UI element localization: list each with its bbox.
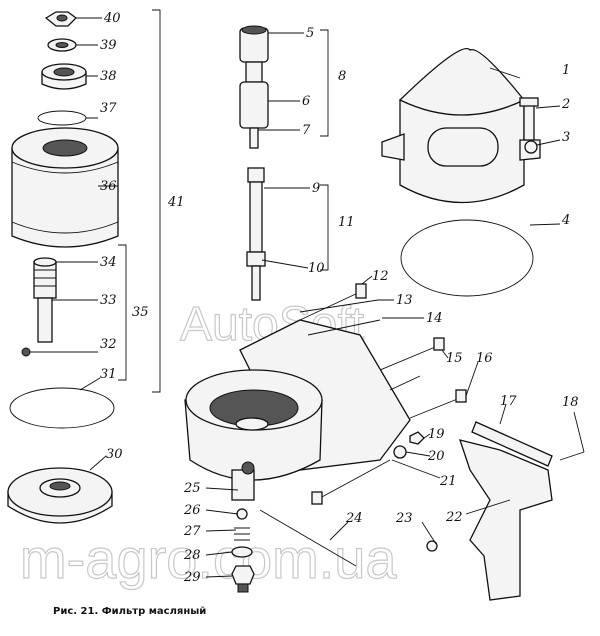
label-19: 19 — [428, 427, 445, 442]
label-10: 10 — [308, 261, 325, 276]
part-bolt-21 — [311, 459, 391, 505]
label-3: 3 — [562, 130, 570, 145]
label-30: 30 — [106, 447, 123, 462]
bracket-35 — [118, 244, 127, 381]
part-gasket-31 — [9, 387, 115, 429]
label-16: 16 — [476, 351, 493, 366]
part-rod-24 — [259, 509, 357, 567]
bracket-8 — [320, 29, 329, 137]
label-9: 9 — [312, 181, 320, 196]
part-bolt-18 — [559, 451, 585, 461]
label-11: 11 — [338, 215, 355, 230]
label-32: 32 — [100, 337, 117, 352]
label-14: 14 — [426, 311, 443, 326]
part-valve-assembly-8 — [239, 25, 269, 149]
part-bolt-15 — [379, 337, 445, 371]
part-stud-16 — [389, 375, 421, 391]
part-filter-element-36 — [11, 127, 119, 248]
part-nut-40 — [44, 11, 77, 27]
label-33: 33 — [100, 293, 117, 308]
part-washer-39 — [47, 38, 77, 52]
label-27: 27 — [183, 524, 201, 539]
part-plug-29 — [231, 565, 255, 593]
label-26: 26 — [183, 503, 201, 518]
part-clip-23 — [426, 540, 438, 552]
label-39: 39 — [100, 38, 117, 53]
part-cover-1 — [381, 48, 541, 204]
part-bypass-valve-33 — [21, 257, 57, 357]
label-2: 2 — [561, 97, 570, 112]
label-13: 13 — [396, 293, 413, 308]
leader-lines — [30, 17, 585, 578]
part-bolt-2 — [519, 97, 539, 141]
label-28: 28 — [183, 548, 201, 563]
label-38: 38 — [100, 69, 117, 84]
label-18: 18 — [562, 395, 579, 410]
label-7: 7 — [302, 123, 311, 138]
label-25: 25 — [183, 481, 201, 496]
label-22: 22 — [445, 510, 463, 525]
bracket-41 — [152, 9, 161, 393]
figure-caption: Рис. 21. Фильтр масляный — [53, 606, 206, 617]
part-bolt-long — [409, 389, 467, 419]
part-washer-3 — [524, 140, 538, 154]
label-36: 36 — [100, 179, 117, 194]
part-nut-19 — [409, 431, 425, 445]
label-12: 12 — [372, 269, 389, 284]
label-20: 20 — [427, 449, 445, 464]
label-6: 6 — [302, 94, 310, 109]
label-34: 34 — [100, 255, 117, 270]
label-40: 40 — [103, 11, 121, 26]
part-gasket-37 — [37, 110, 87, 126]
label-15: 15 — [446, 351, 463, 366]
label-29: 29 — [183, 570, 201, 585]
label-37: 37 — [100, 101, 117, 116]
label-21: 21 — [439, 474, 457, 489]
label-35: 35 — [132, 305, 149, 320]
part-ball-26 — [236, 508, 248, 520]
label-8: 8 — [338, 69, 346, 84]
part-strap-17 — [471, 421, 553, 467]
part-bolt-14 — [307, 319, 381, 336]
bracket-11 — [320, 184, 329, 271]
label-5: 5 — [306, 26, 314, 41]
label-41: 41 — [167, 195, 185, 210]
part-spring-27 — [234, 527, 250, 541]
part-bolt-13 — [299, 299, 379, 313]
label-1: 1 — [562, 63, 570, 78]
label-17: 17 — [500, 394, 517, 409]
part-rod-assembly-11 — [246, 167, 266, 301]
watermark-m-agro: m-agro.com.ua — [20, 527, 397, 590]
part-washer-28 — [231, 546, 253, 558]
part-bracket-22 — [459, 439, 553, 601]
label-24: 24 — [345, 511, 363, 526]
part-bolt-12 — [299, 283, 367, 321]
label-31: 31 — [100, 367, 117, 382]
part-filter-body — [184, 319, 411, 501]
part-washer-20 — [393, 445, 407, 459]
part-spring-seat-38 — [41, 63, 87, 90]
part-gasket-4 — [400, 219, 534, 297]
label-23: 23 — [395, 511, 413, 526]
label-4: 4 — [561, 213, 570, 228]
part-cap-30 — [7, 467, 113, 524]
